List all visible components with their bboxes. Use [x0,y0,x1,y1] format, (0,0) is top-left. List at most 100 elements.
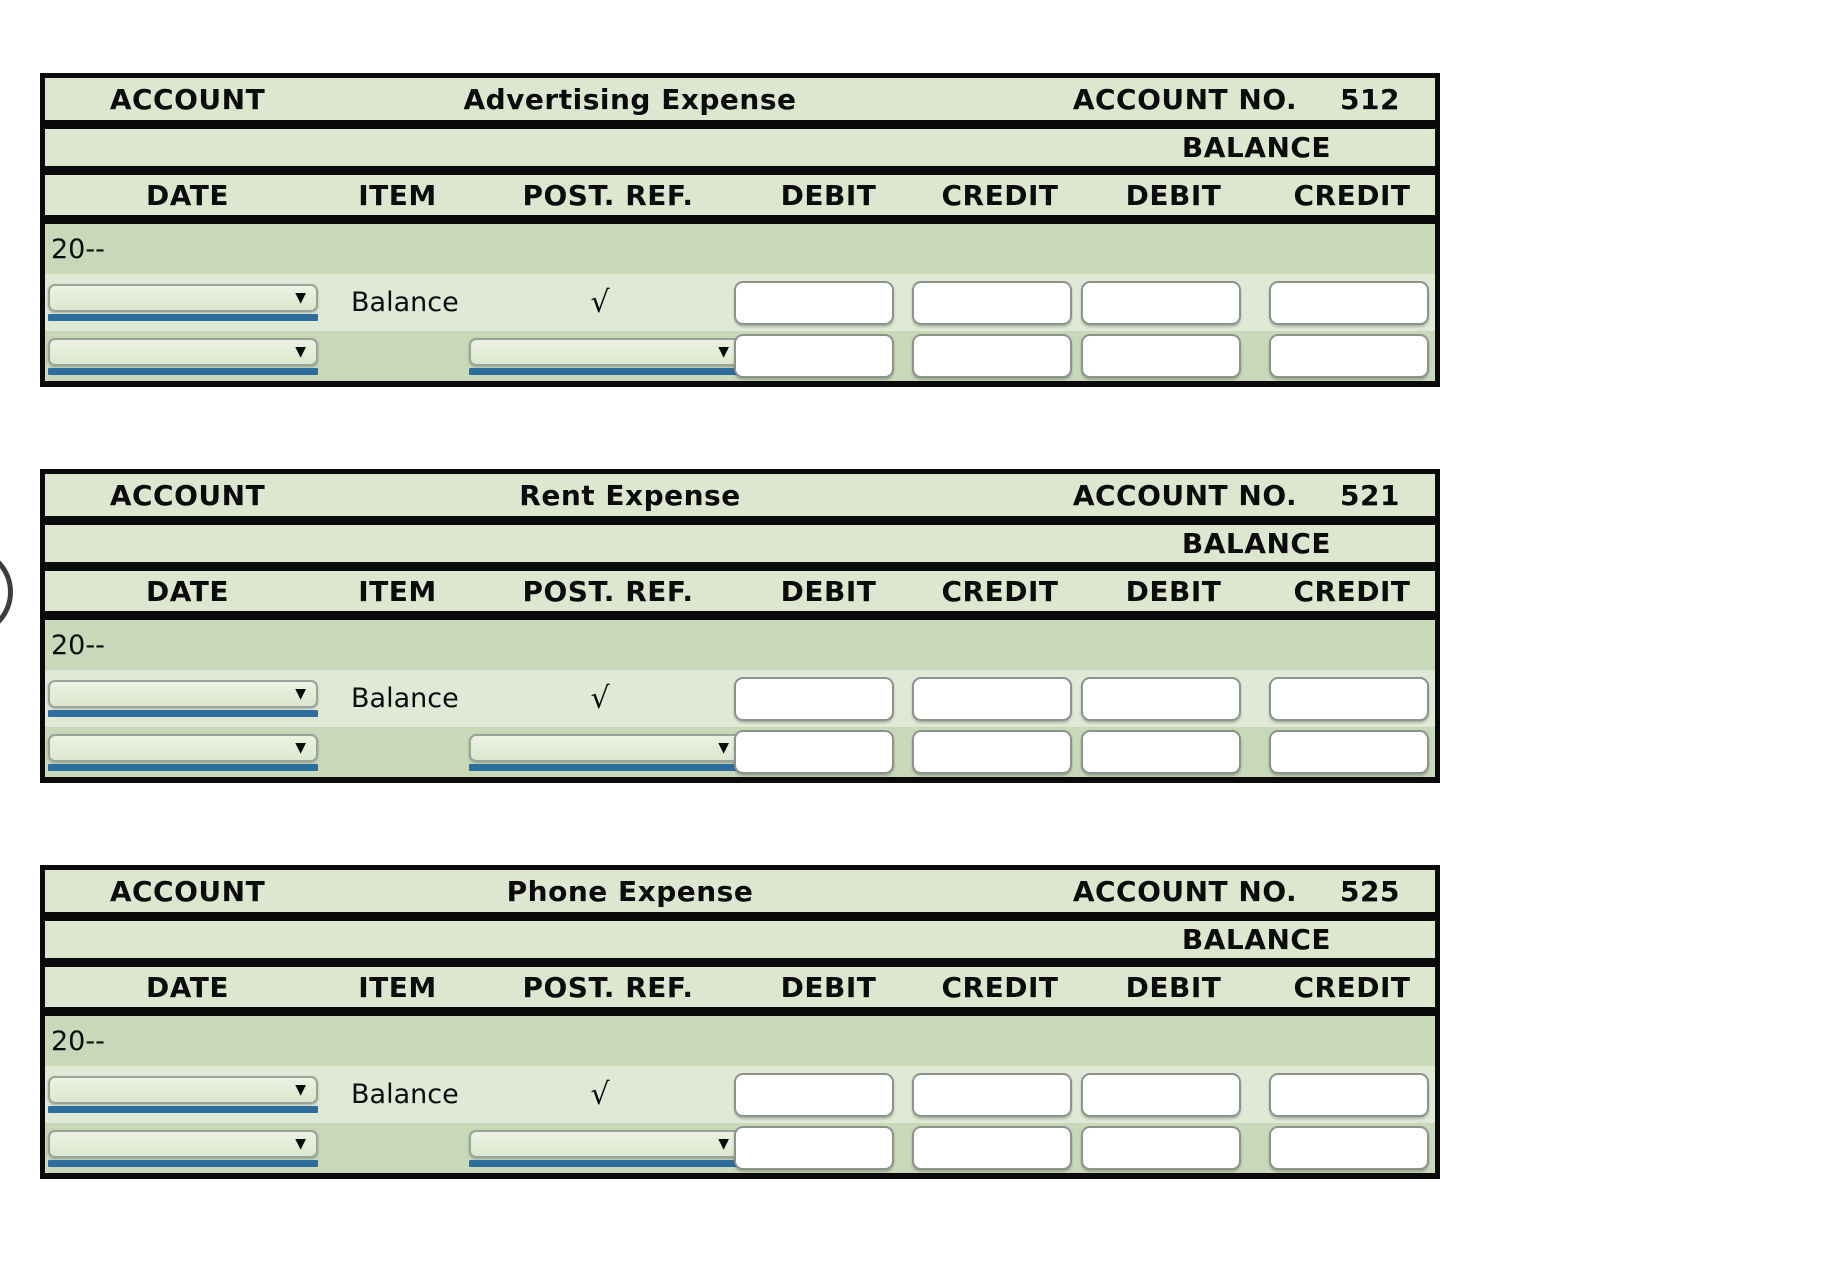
date-select[interactable]: ▼ [48,1129,318,1167]
chevron-down-icon: ▼ [718,1135,729,1152]
account-label-text: ACCOUNT [109,478,266,512]
column-header-balance-credit: CREDIT [1247,575,1435,608]
balance-credit-input[interactable] [1269,1126,1429,1170]
balance-debit-input[interactable] [1081,676,1241,721]
balance-credit-cell [1247,676,1435,721]
post-ref-cell: √ [465,285,735,320]
post-ref-cell: ▼ [465,733,741,771]
balance-credit-input[interactable] [1269,676,1429,721]
balance-debit-input[interactable] [1081,730,1241,774]
balance-header-text: BALANCE [1181,131,1332,164]
credit-input[interactable] [912,1126,1072,1170]
debit-header-text: DEBIT [780,178,877,212]
balance-debit-input[interactable] [1081,1126,1241,1170]
balance-debit-input[interactable] [1081,280,1241,325]
credit-header-text: CREDIT [941,970,1059,1004]
debit-input[interactable] [734,1126,894,1170]
post-ref-select[interactable]: ▼ [469,733,741,771]
chevron-down-icon: ▼ [295,1135,306,1152]
chevron-down-icon: ▼ [295,343,306,360]
post-ref-cell: ▼ [465,337,741,375]
account-number-text: 512 [1340,82,1400,116]
balance-credit-cell [1247,1072,1435,1117]
column-header-balance-debit: DEBIT [1078,971,1247,1004]
date-select[interactable]: ▼ [48,337,318,375]
post-ref-cell: √ [465,1077,735,1112]
item-header-text: ITEM [358,178,437,212]
debit-input[interactable] [734,334,894,378]
balance-credit-header-text: CREDIT [1293,970,1411,1004]
credit-cell [900,280,1078,325]
divider [45,1007,1435,1016]
account-no-label: ACCOUNT NO. [1065,83,1305,116]
post-ref-select[interactable]: ▼ [469,1129,741,1167]
date-select-box[interactable]: ▼ [48,680,318,708]
credit-input[interactable] [912,676,1072,721]
column-header-balance-debit: DEBIT [1078,575,1247,608]
column-header-item: ITEM [330,575,465,608]
credit-input[interactable] [912,1072,1072,1117]
debit-input[interactable] [734,676,894,721]
balance-credit-input[interactable] [1269,730,1429,774]
balance-debit-cell [1078,334,1247,378]
debit-input[interactable] [734,730,894,774]
item-cell: Balance [330,1079,465,1110]
date-cell: ▼ [45,284,330,321]
post-ref-select-box[interactable]: ▼ [469,337,741,366]
select-underline [469,1159,741,1167]
balance-credit-header-text: CREDIT [1293,574,1411,608]
date-cell: ▼ [45,1076,330,1113]
date-select-box[interactable]: ▼ [48,1076,318,1104]
divider [45,611,1435,620]
account-name: Phone Expense [330,875,930,908]
item-header-text: ITEM [358,970,437,1004]
date-cell: ▼ [45,1129,330,1167]
balance-debit-input[interactable] [1081,334,1241,378]
date-select[interactable]: ▼ [48,680,318,717]
account-label-text: ACCOUNT [109,82,266,116]
date-header-text: DATE [146,178,229,212]
column-header-date: DATE [45,179,330,212]
post-ref-select[interactable]: ▼ [469,337,741,375]
debit-input[interactable] [734,1072,894,1117]
date-select[interactable]: ▼ [48,1076,318,1113]
select-underline [48,1159,318,1167]
balance-credit-cell [1247,1126,1435,1170]
account-name: Advertising Expense [330,83,930,116]
debit-input[interactable] [734,280,894,325]
date-select[interactable]: ▼ [48,284,318,321]
account-no-label: ACCOUNT NO. [1065,479,1305,512]
balance-credit-input[interactable] [1269,280,1429,325]
chevron-down-icon: ▼ [295,290,306,306]
date-select-box[interactable]: ▼ [48,1129,318,1158]
check-mark: √ [590,681,610,716]
credit-input[interactable] [912,280,1072,325]
credit-cell [900,1126,1078,1170]
balance-entry-row: ▼ Balance √ [45,670,1435,727]
column-header-credit: CREDIT [900,179,1078,212]
balance-debit-header-text: DEBIT [1125,178,1222,212]
check-mark: √ [590,1077,610,1112]
date-select-box[interactable]: ▼ [48,337,318,366]
divider [45,120,1435,129]
post-ref-select-box[interactable]: ▼ [469,1129,741,1158]
balance-debit-input[interactable] [1081,1072,1241,1117]
date-cell: ▼ [45,733,330,771]
post-ref-select-box[interactable]: ▼ [469,733,741,762]
date-select[interactable]: ▼ [48,733,318,771]
credit-input[interactable] [912,730,1072,774]
chevron-down-icon: ▼ [718,739,729,756]
credit-input[interactable] [912,334,1072,378]
balance-debit-header-text: DEBIT [1125,970,1222,1004]
ledger-table: ACCOUNT Rent Expense ACCOUNT NO. 521 BAL… [40,469,1440,783]
credit-cell [900,730,1078,774]
credit-cell [900,1072,1078,1117]
date-select-box[interactable]: ▼ [48,733,318,762]
balance-credit-input[interactable] [1269,1072,1429,1117]
balance-credit-header-text: CREDIT [1293,178,1411,212]
new-entry-row: ▼ ▼ [45,727,1435,777]
balance-credit-input[interactable] [1269,334,1429,378]
check-mark: √ [590,285,610,320]
date-select-box[interactable]: ▼ [48,284,318,312]
account-number-text: 521 [1340,478,1400,512]
